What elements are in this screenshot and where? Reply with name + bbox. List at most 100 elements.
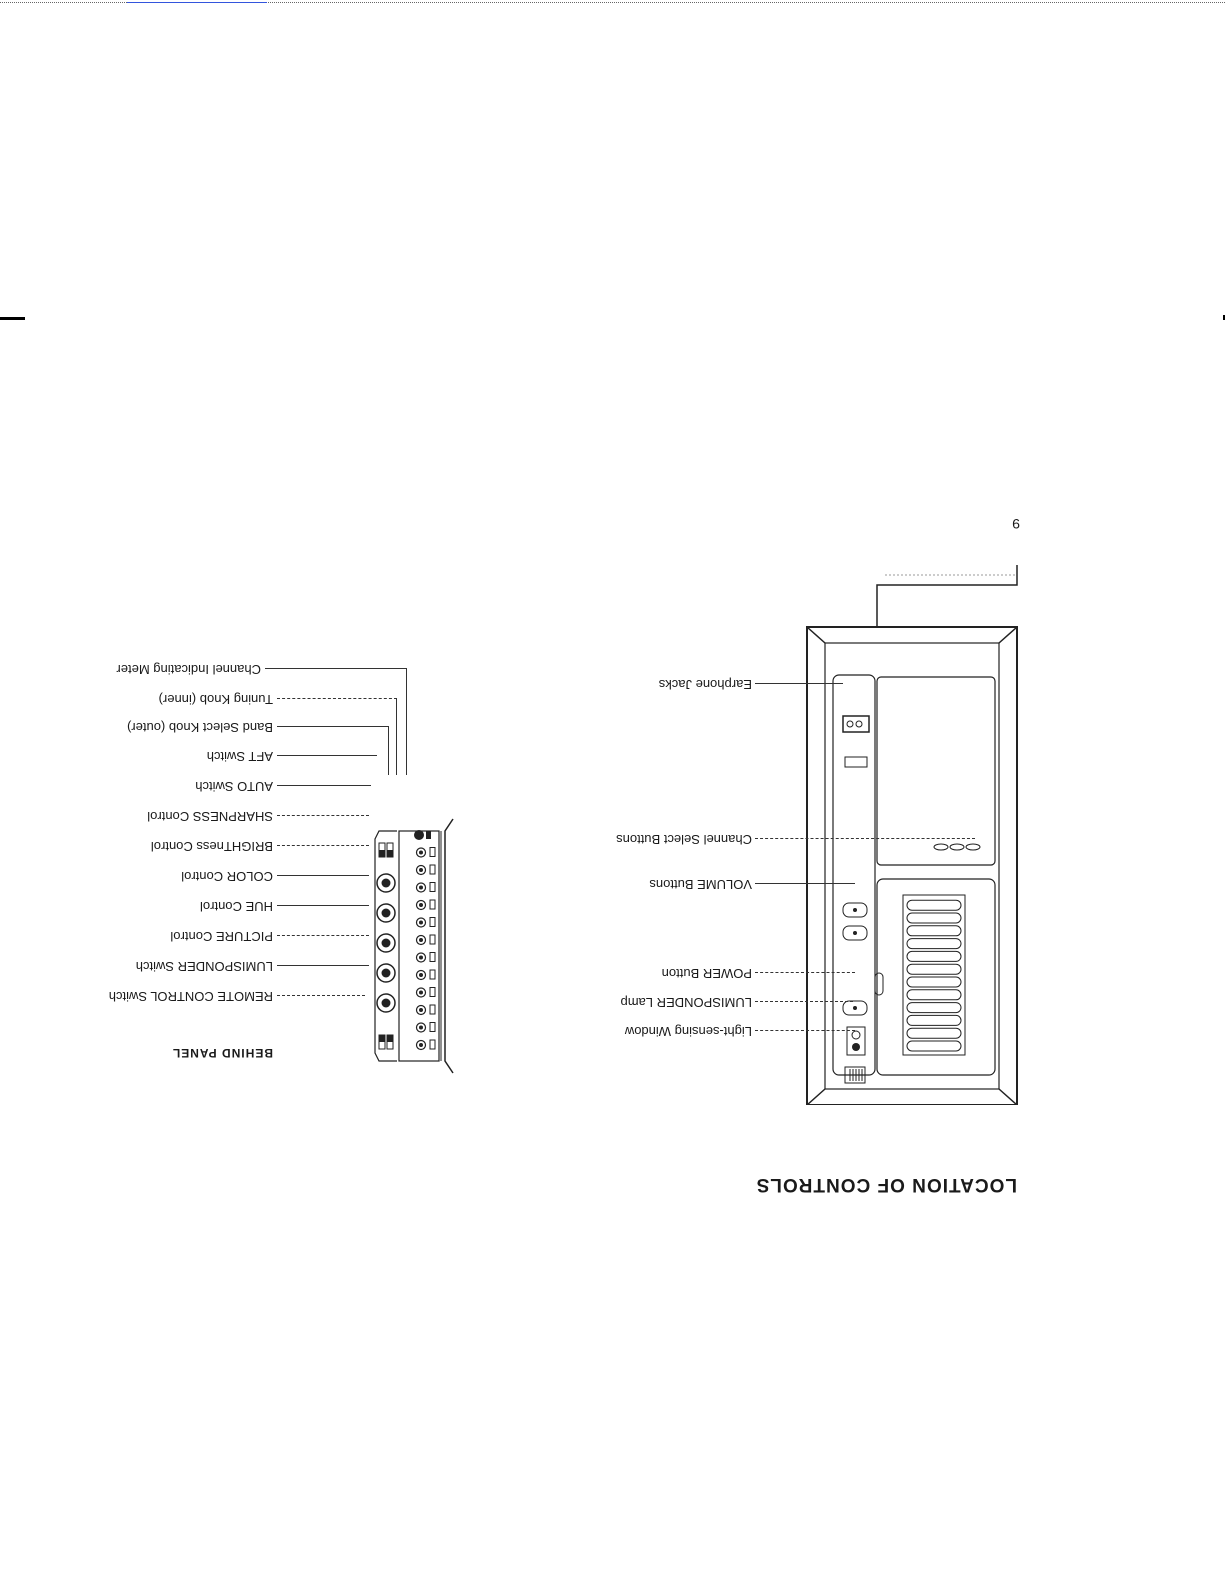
- behind-panel-illustration: [374, 818, 454, 1074]
- tuner-row-slot: [429, 934, 436, 945]
- channel-select-button: [906, 938, 962, 950]
- leader-vertical-band: [388, 727, 389, 775]
- footer-link-underline: [127, 2, 267, 3]
- channel-select-button: [906, 912, 962, 924]
- leader-vertical-tuning: [396, 699, 397, 775]
- leader-power: [755, 972, 855, 973]
- channel-select-button: [906, 989, 962, 1001]
- leader-tuning-knob: [277, 698, 397, 699]
- channel-meter: [426, 831, 431, 839]
- control-knob-center: [381, 878, 391, 888]
- tuner-row-slot: [429, 899, 436, 910]
- tuner-row-knob: [415, 987, 427, 998]
- leader-band-select: [277, 726, 389, 727]
- leader-picture: [277, 935, 369, 936]
- label-tuning-knob: Tuning Knob (inner): [158, 692, 273, 707]
- channel-select-button: [906, 1040, 962, 1052]
- label-power-button: POWER Button: [661, 966, 752, 981]
- tuner-row-knob-center: [419, 920, 423, 925]
- tuner-row-knob: [415, 847, 427, 858]
- tuner-row-knob-center: [419, 1008, 423, 1012]
- control-knob-center: [381, 968, 391, 978]
- label-auto-switch: AUTO Switch: [195, 779, 273, 794]
- channel-select-button: [906, 1014, 962, 1026]
- tuner-row-knob: [415, 934, 427, 946]
- control-knob-center: [381, 908, 391, 918]
- leader-light-window: [755, 1030, 855, 1031]
- channel-select-button: [906, 1027, 962, 1039]
- control-knob-center: [381, 938, 391, 948]
- control-knob-center: [381, 998, 391, 1008]
- label-channel-indicating-meter: Channel Indicating Meter: [116, 662, 261, 677]
- label-earphone-jacks: Earphone Jacks: [658, 677, 752, 692]
- tuner-row-knob: [415, 1022, 427, 1033]
- page-title: LOCATION OF CONTROLS: [755, 1174, 1017, 1195]
- leader-earphone-jacks: [755, 683, 843, 684]
- channel-select-button: [906, 925, 962, 937]
- leader-hue: [277, 905, 369, 906]
- tuner-row-slot: [429, 987, 436, 997]
- leader-channel-meter: [265, 668, 407, 669]
- control-knob: [376, 903, 396, 923]
- label-volume-buttons: VOLUME Buttons: [649, 877, 752, 892]
- leader-channel-select: [755, 838, 975, 839]
- tuner-row-slot: [429, 1004, 436, 1015]
- tuner-row-slot: [429, 1022, 436, 1032]
- control-knob: [376, 873, 396, 893]
- leader-vertical-meter: [406, 669, 407, 775]
- channel-select-button: [906, 963, 962, 975]
- tuner-row-knob-center: [419, 885, 423, 890]
- tuner-row-knob: [415, 899, 427, 911]
- leader-remote-control: [277, 995, 365, 996]
- label-remote-control-switch: REMOTE CONTROL Switch: [108, 989, 273, 1004]
- tuning-knob: [414, 830, 424, 840]
- tuner-row-slot: [429, 952, 436, 962]
- tuner-row-knob: [415, 1004, 427, 1016]
- tuner-row-knob-center: [419, 973, 423, 977]
- tuner-row-knob-center: [419, 955, 423, 960]
- tuner-row-slot: [429, 847, 436, 857]
- tuner-row-knob: [415, 882, 427, 893]
- label-lumisponder-lamp: LUMISPONDER Lamp: [620, 995, 752, 1010]
- page-number: 9: [1012, 516, 1020, 532]
- channel-select-button: [906, 899, 962, 911]
- leader-lumisponder-switch: [277, 965, 369, 966]
- control-knob: [376, 963, 396, 983]
- channel-select-button: [906, 976, 962, 988]
- leader-aft: [277, 755, 377, 756]
- tv-front-panel-illustration: [806, 565, 1018, 1105]
- leader-lumisponder-lamp: [755, 1001, 853, 1002]
- label-lumisponder-switch: LUMISPONDER Switch: [135, 959, 273, 974]
- tuner-row-knob-center: [419, 938, 423, 942]
- label-picture-control: PICTURE Control: [170, 929, 273, 944]
- channel-select-button: [906, 1002, 962, 1014]
- label-sharpness-control: SHARPNESS Control: [147, 809, 273, 824]
- leader-color: [277, 875, 369, 876]
- label-brightness-control: BRIGHTness Control: [150, 839, 273, 854]
- tuner-row-knob-center: [419, 850, 423, 855]
- tuner-row-knob-center: [419, 1025, 423, 1030]
- tuner-row-slot: [429, 864, 436, 875]
- tuner-row-knob: [415, 1039, 427, 1051]
- tuner-row-slot: [429, 917, 436, 927]
- leader-volume: [755, 883, 855, 884]
- label-aft-switch: AFT Switch: [206, 749, 273, 764]
- label-channel-select-buttons: Channel Select Buttons: [616, 832, 752, 847]
- tuner-row-knob-center: [419, 903, 423, 907]
- leader-brightness: [277, 845, 369, 846]
- tuner-row-knob: [415, 969, 427, 981]
- control-knob: [376, 933, 396, 953]
- label-light-sensing-window: Light-sensing Window: [624, 1024, 752, 1039]
- behind-panel-caption: BEHIND PANEL: [171, 1046, 273, 1060]
- edge-mark: [0, 317, 25, 320]
- leader-auto: [277, 785, 371, 786]
- tuner-row-knob: [415, 864, 427, 876]
- label-color-control: COLOR Control: [181, 869, 273, 884]
- channel-select-button: [906, 950, 962, 962]
- tuner-row-knob-center: [419, 1043, 423, 1047]
- tuner-row-knob-center: [419, 990, 423, 995]
- tuner-row-knob: [415, 917, 427, 928]
- tuner-row-slot: [429, 1039, 436, 1050]
